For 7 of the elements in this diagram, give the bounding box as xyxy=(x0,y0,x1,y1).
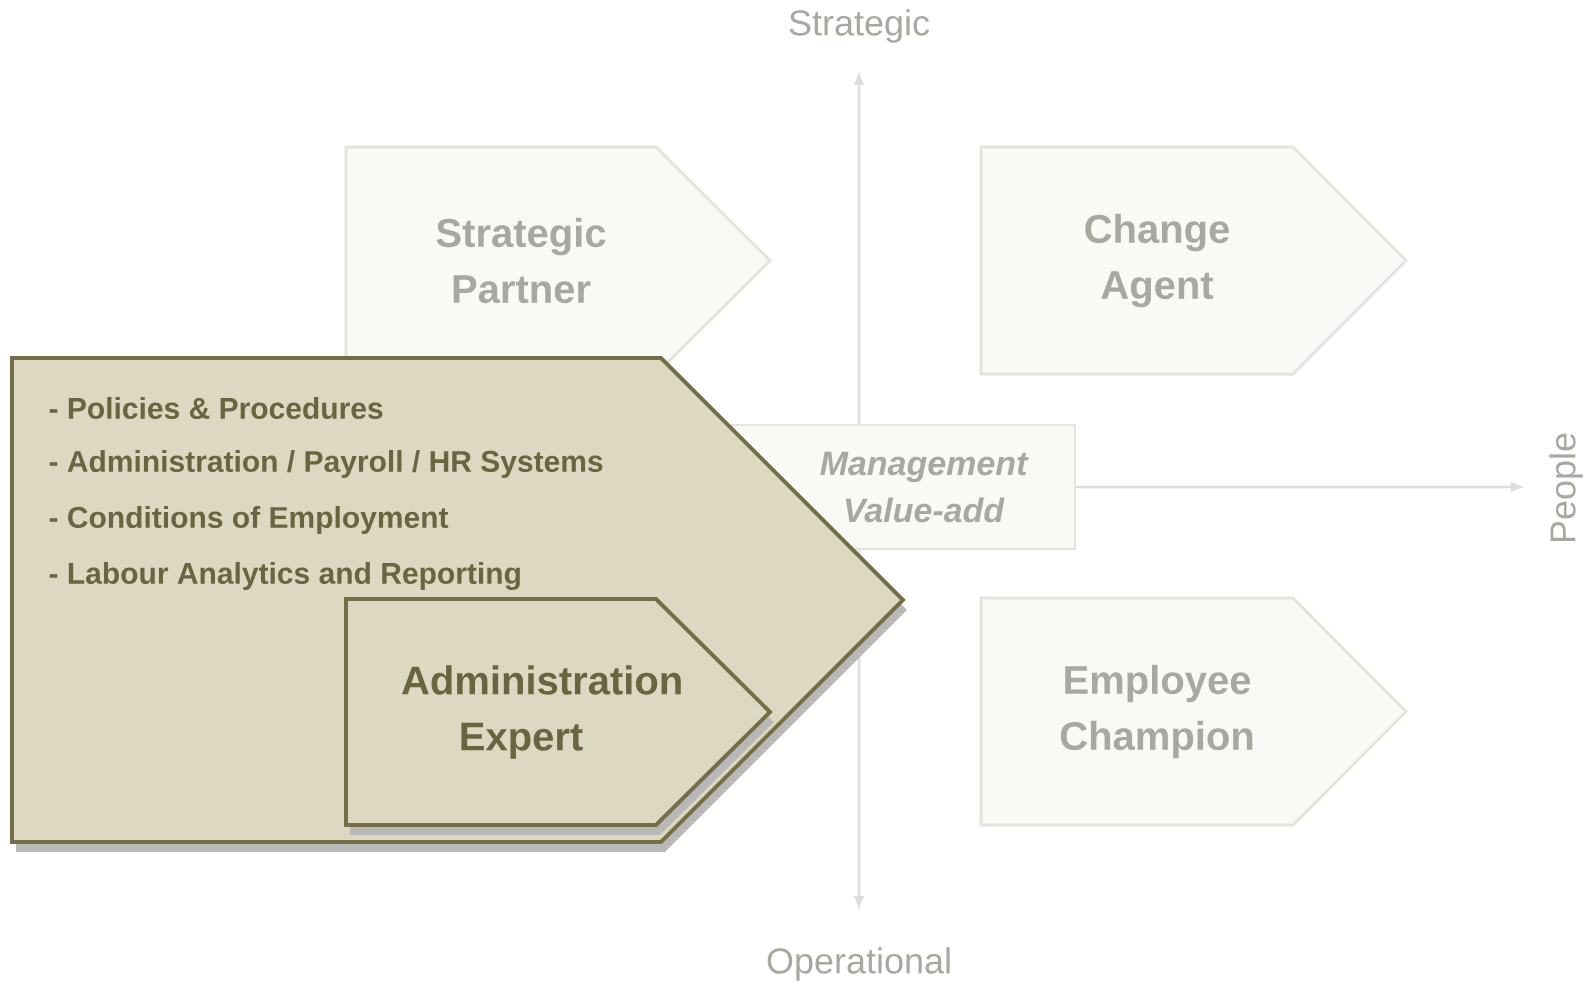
arrow-box: Change Agent xyxy=(979,145,1409,376)
arrow-box: Employee Champion xyxy=(979,596,1409,827)
axis-label: Strategic xyxy=(789,9,930,43)
arrow-box: Strategic Partner xyxy=(344,145,773,376)
axis-label: People xyxy=(1549,433,1583,542)
arrow-box: Administration Expert xyxy=(344,597,774,835)
axis-label: Operational xyxy=(767,947,950,981)
